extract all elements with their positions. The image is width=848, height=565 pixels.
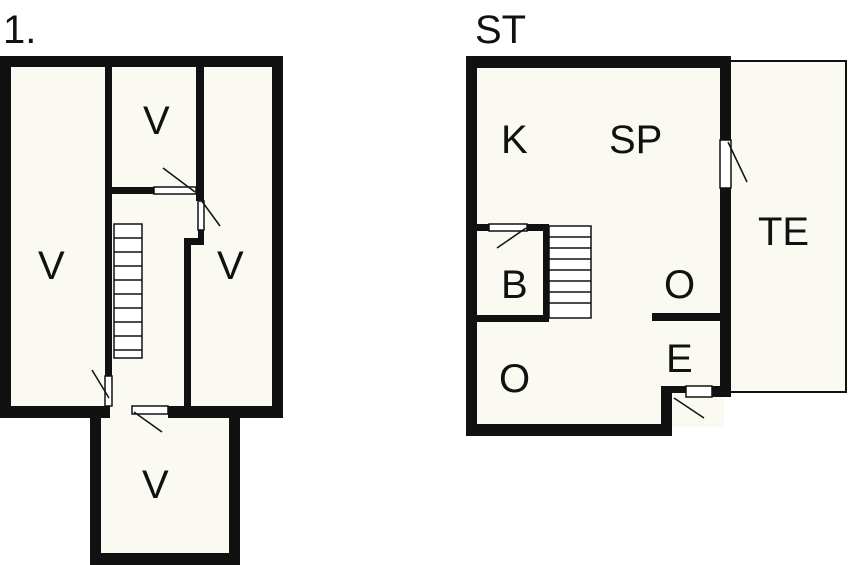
- room-label: SP: [609, 118, 662, 162]
- terrace-outline: [724, 60, 847, 393]
- door-opening: [685, 385, 713, 398]
- floor-st-outer-walls: [466, 56, 731, 436]
- floor-1-outer-walls: [0, 56, 283, 565]
- door-swing: [200, 199, 221, 227]
- plan-floor-1: 1. V V V V: [0, 8, 283, 565]
- room-label: V: [142, 463, 169, 507]
- room-label: TE: [758, 210, 809, 254]
- room-label: O: [664, 263, 695, 307]
- door-swing: [727, 141, 748, 183]
- room-label: V: [143, 99, 170, 143]
- room-label: B: [501, 263, 528, 307]
- floor-st-fill: [470, 62, 724, 427]
- door-swing: [496, 227, 527, 249]
- door-opening: [197, 200, 205, 231]
- floor-1-interior-walls: [105, 66, 204, 408]
- floor-1-doors: [91, 167, 221, 433]
- floor-st-interior-walls: [476, 224, 724, 322]
- door-swing: [162, 167, 196, 193]
- room-label: E: [666, 337, 693, 381]
- door-opening: [131, 405, 169, 415]
- room-label: V: [38, 244, 65, 288]
- plan-floor-st: ST K SP TE B O O E: [466, 8, 847, 436]
- floor-1-lower-fill: [95, 410, 235, 560]
- door-swing: [133, 411, 163, 433]
- door-opening: [104, 375, 113, 407]
- floor-label: ST: [475, 8, 526, 52]
- room-label: V: [217, 244, 244, 288]
- floor-st-stairs: [548, 225, 592, 319]
- room-label: O: [499, 357, 530, 401]
- floor-label: 1.: [3, 8, 36, 52]
- door-opening: [153, 186, 197, 195]
- door-opening: [488, 223, 528, 232]
- door-opening: [719, 139, 732, 189]
- door-swing: [91, 369, 110, 399]
- room-label: K: [501, 118, 528, 162]
- door-swing: [673, 397, 705, 419]
- floor-1-stairs: [113, 223, 143, 359]
- floor-st-doors: [488, 139, 748, 419]
- terrace-fill: [730, 61, 846, 392]
